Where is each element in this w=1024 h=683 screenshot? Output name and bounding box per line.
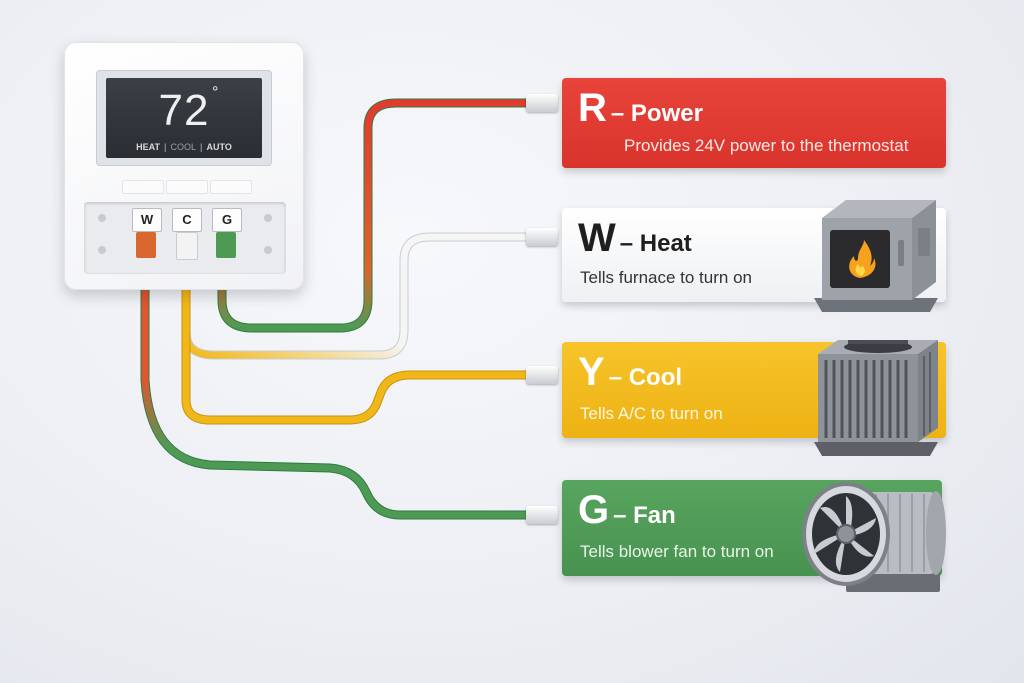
screw-icon xyxy=(98,214,106,222)
label-r-power: R– Power Provides 24V power to the therm… xyxy=(562,78,946,168)
wire-y xyxy=(181,265,535,425)
thermostat-button-left[interactable] xyxy=(122,180,164,194)
wire-description: Provides 24V power to the thermostat xyxy=(624,136,909,155)
mode-auto: AUTO xyxy=(206,142,232,152)
screw-icon xyxy=(264,214,272,222)
screw-icon xyxy=(98,246,106,254)
wire-connector-g xyxy=(526,506,558,524)
wire-function: – Power xyxy=(610,100,703,127)
terminal-c: C xyxy=(172,208,202,232)
ac-unit-icon xyxy=(814,340,938,456)
terminal-g: G xyxy=(212,208,242,232)
wire-letter: G xyxy=(578,488,610,532)
thermostat: 72 ° HEAT|COOL|AUTO W C G xyxy=(64,42,304,290)
wire-function: – Heat xyxy=(619,230,692,257)
mode-separator: | xyxy=(163,142,167,152)
temperature-readout: 72 xyxy=(158,86,210,135)
thermostat-button-right[interactable] xyxy=(210,180,252,194)
wire-connector-r xyxy=(526,94,558,112)
mode-separator: | xyxy=(200,142,203,152)
terminal-c-sleeve xyxy=(176,232,198,260)
mode-heat: HEAT xyxy=(136,142,160,152)
terminal-block: W C G xyxy=(84,202,286,274)
mode-cool: COOL xyxy=(170,142,196,152)
terminal-w: W xyxy=(132,208,162,232)
wire-function: – Fan xyxy=(613,502,676,529)
terminal-w-sleeve xyxy=(136,232,156,258)
wire-connector-y xyxy=(526,366,558,384)
thermostat-button-center[interactable] xyxy=(166,180,208,194)
screw-icon xyxy=(264,246,272,254)
wire-connector-w xyxy=(526,228,558,246)
degree-symbol: ° xyxy=(212,84,219,101)
wire-description: Tells blower fan to turn on xyxy=(580,542,774,561)
display-bezel: 72 ° HEAT|COOL|AUTO xyxy=(96,70,272,166)
mode-indicator: HEAT|COOL|AUTO xyxy=(106,142,262,152)
terminal-g-sleeve xyxy=(216,232,236,258)
wire-description: Tells furnace to turn on xyxy=(580,268,752,287)
wire-letter: Y xyxy=(578,350,605,394)
wire-description: Tells A/C to turn on xyxy=(580,404,723,423)
wire-function: – Cool xyxy=(608,364,683,391)
wire-letter: W xyxy=(578,216,616,260)
wire-letter: R xyxy=(578,86,607,130)
thermostat-display: 72 ° HEAT|COOL|AUTO xyxy=(106,78,262,158)
furnace-icon xyxy=(814,200,938,312)
blower-fan-icon xyxy=(802,482,946,592)
